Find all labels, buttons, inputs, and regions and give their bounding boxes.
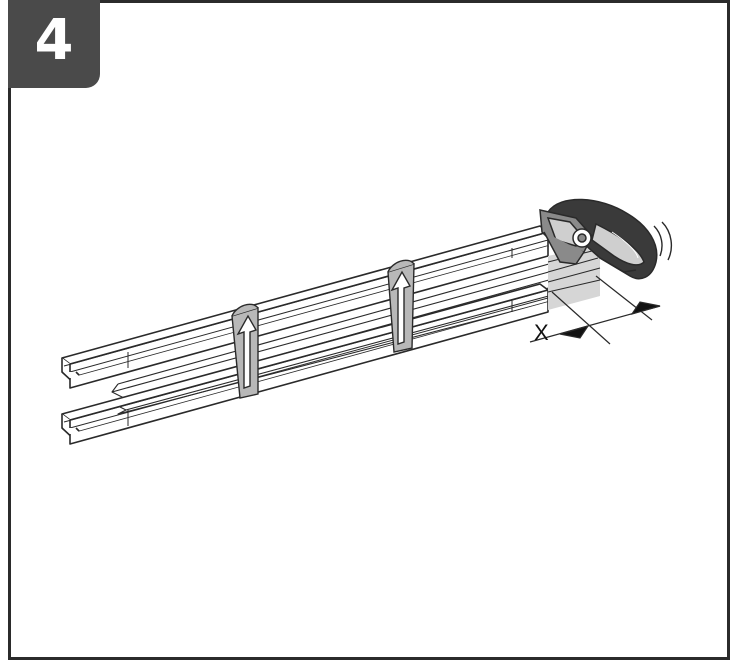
vise-grip-pliers-icon [539, 198, 658, 280]
up-arrow-icon [236, 314, 258, 389]
dimension-label: X [534, 320, 549, 345]
rail-assembly-icon [61, 225, 601, 445]
dimension-arrow-icon [529, 275, 661, 345]
blind-assembly-illustration: X [61, 198, 673, 445]
step-number: 4 [34, 8, 74, 73]
up-arrow-icon [390, 270, 412, 345]
vibration-marks [653, 221, 673, 261]
step-badge: 4 [8, 0, 100, 88]
